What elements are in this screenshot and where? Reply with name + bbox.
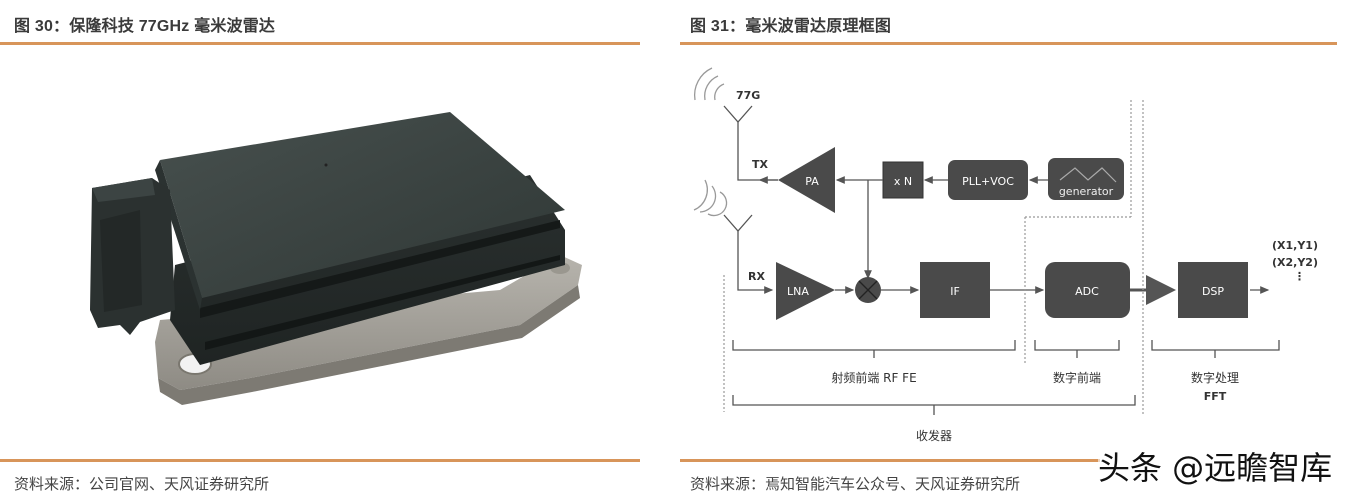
source-rule-left bbox=[0, 459, 640, 462]
section-transceiver: 收发器 bbox=[916, 428, 952, 443]
radar-product-photo bbox=[20, 60, 640, 440]
output-coord-2: (X2,Y2) bbox=[1272, 256, 1318, 269]
pll-block bbox=[948, 160, 1028, 200]
rx-wave-icon bbox=[693, 179, 728, 217]
lna-label: LNA bbox=[787, 285, 809, 298]
adc-label: ADC bbox=[1075, 285, 1099, 298]
figure-31-title: 图 31：毫米波雷达原理框图 bbox=[690, 18, 892, 35]
watermark: 头条 @远瞻智库 bbox=[1098, 446, 1333, 490]
generator-block bbox=[1048, 158, 1124, 200]
tx-antenna-icon bbox=[723, 105, 778, 181]
rx-antenna-icon bbox=[723, 214, 774, 294]
pa-block bbox=[778, 147, 835, 213]
dsp-label: DSP bbox=[1202, 285, 1224, 298]
figure-30-title: 图 30：保隆科技 77GHz 毫米波雷达 bbox=[14, 18, 276, 35]
tx-wave-icon bbox=[693, 67, 725, 101]
figure-31-source: 资料来源：焉知智能汽车公众号、天风证券研究所 bbox=[690, 475, 1021, 493]
chirp-wave-icon bbox=[1059, 167, 1117, 183]
section-digital-frontend: 数字前端 bbox=[1053, 370, 1101, 385]
section-digital-processing: 数字处理 bbox=[1191, 370, 1239, 385]
multiplier-label: x N bbox=[894, 175, 912, 188]
title-rule-left bbox=[0, 42, 640, 45]
radar-block-diagram: 77G TX RX PA x N PLL+VOC generator bbox=[680, 50, 1369, 450]
source-rule-right bbox=[680, 459, 1100, 462]
multiplier-block bbox=[882, 161, 924, 199]
output-coord-1: (X1,Y1) bbox=[1272, 239, 1318, 252]
if-block bbox=[920, 262, 990, 318]
pa-label: PA bbox=[805, 175, 819, 188]
section-rf-fe: 射频前端 RF FE bbox=[831, 370, 916, 385]
tx-label: TX bbox=[752, 158, 769, 171]
if-label: IF bbox=[950, 285, 960, 298]
figure-30-source: 资料来源：公司官网、天风证券研究所 bbox=[14, 475, 270, 493]
antenna-freq-label: 77G bbox=[736, 89, 760, 102]
mixer-icon bbox=[855, 277, 881, 303]
output-ellipsis: ⋮ bbox=[1294, 270, 1305, 283]
pll-label: PLL+VOC bbox=[962, 175, 1014, 188]
adc-block bbox=[1045, 262, 1130, 318]
dsp-block bbox=[1178, 262, 1248, 318]
rx-label: RX bbox=[748, 270, 765, 283]
generator-label: generator bbox=[1059, 185, 1114, 198]
title-rule-right bbox=[680, 42, 1337, 45]
section-fft: FFT bbox=[1204, 390, 1227, 403]
lna-block bbox=[776, 262, 835, 320]
